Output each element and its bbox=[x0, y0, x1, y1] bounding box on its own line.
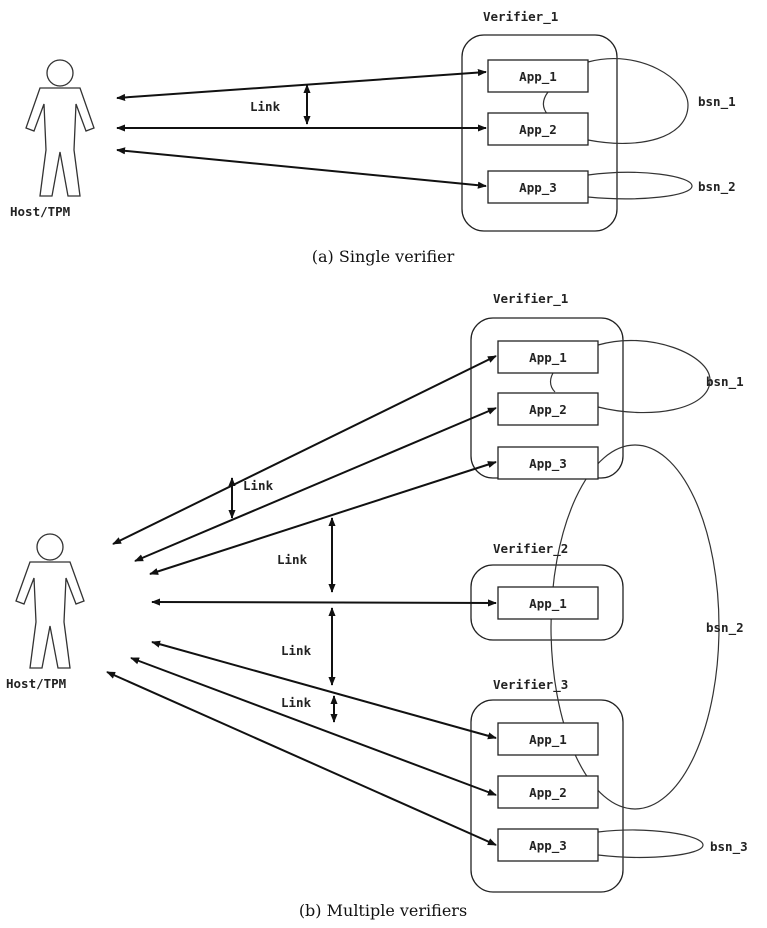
host-person-icon bbox=[25, 59, 95, 197]
bsn-1-ellipse bbox=[587, 57, 689, 144]
app-3-box bbox=[487, 170, 589, 204]
v1-app-2-label: App_2 bbox=[529, 402, 567, 418]
bsn-3-ellipse bbox=[597, 829, 704, 858]
link-label: Link bbox=[250, 99, 281, 114]
v1-app-3-label: App_3 bbox=[529, 456, 567, 472]
link-label-3: Link bbox=[281, 643, 312, 658]
v3-app-3-box bbox=[497, 828, 599, 862]
verifier-1-label: Verifier_1 bbox=[483, 9, 558, 25]
link-label-4: Link bbox=[281, 695, 312, 710]
arrow-host-v1-app-2 bbox=[134, 407, 497, 562]
app-3-label: App_3 bbox=[519, 180, 557, 196]
bsn-2-label: bsn_2 bbox=[706, 620, 744, 636]
app-1-box bbox=[487, 59, 589, 93]
bsn-2-ellipse bbox=[550, 444, 720, 810]
v1-app-2-box bbox=[497, 392, 599, 426]
bsn-1-label: bsn_1 bbox=[698, 94, 736, 110]
app-1-label: App_1 bbox=[519, 69, 557, 85]
app-2-label: App_2 bbox=[519, 122, 557, 138]
bsn-2-label: bsn_2 bbox=[698, 179, 736, 195]
verifier-3-label: Verifier_3 bbox=[493, 677, 568, 693]
arrow-host-v3-app-2 bbox=[130, 657, 497, 796]
arrow-host-v1-app-3 bbox=[149, 461, 497, 575]
link-label-2: Link bbox=[277, 552, 308, 567]
v3-app-2-box bbox=[497, 775, 599, 809]
arrow-host-v3-app-3 bbox=[106, 671, 497, 846]
bsn-3-label: bsn_3 bbox=[710, 839, 748, 855]
arrow-host-v3-app-1 bbox=[151, 640, 497, 740]
verifier-2-label: Verifier_2 bbox=[493, 541, 568, 557]
subfigure-b: Host/TPM Verifier_1 Verifier_2 Verifier_… bbox=[6, 291, 748, 920]
v3-app-2-label: App_2 bbox=[529, 785, 567, 801]
host-person-icon bbox=[15, 533, 85, 669]
bsn-1-ellipse bbox=[597, 339, 711, 414]
host-label: Host/TPM bbox=[6, 676, 66, 691]
v3-app-1-label: App_1 bbox=[529, 732, 567, 748]
app-2-box bbox=[487, 112, 589, 146]
bsn-2-ellipse bbox=[587, 171, 693, 200]
v1-app-1-box bbox=[497, 340, 599, 374]
subfigure-a: Host/TPM Verifier_1 App_1 App_2 App_3 bs… bbox=[10, 9, 736, 266]
arrow-host-app-1 bbox=[116, 68, 487, 102]
v3-app-3-label: App_3 bbox=[529, 838, 567, 854]
v2-app-1-label: App_1 bbox=[529, 596, 567, 612]
caption-b: (b) Multiple verifiers bbox=[299, 901, 467, 920]
caption-a: (a) Single verifier bbox=[312, 247, 455, 266]
arrow-host-v2-app-1 bbox=[151, 598, 497, 607]
arrow-host-app-3 bbox=[116, 147, 487, 189]
bsn-1-label: bsn_1 bbox=[706, 374, 744, 390]
verifier-1-label: Verifier_1 bbox=[493, 291, 568, 307]
v2-app-1-box bbox=[497, 586, 599, 620]
v1-app-1-label: App_1 bbox=[529, 350, 567, 366]
v3-app-1-box bbox=[497, 722, 599, 756]
host-label: Host/TPM bbox=[10, 204, 70, 219]
arrow-host-v1-app-1 bbox=[112, 355, 497, 545]
link-label-1: Link bbox=[243, 478, 274, 493]
v1-app-3-box bbox=[497, 446, 599, 480]
